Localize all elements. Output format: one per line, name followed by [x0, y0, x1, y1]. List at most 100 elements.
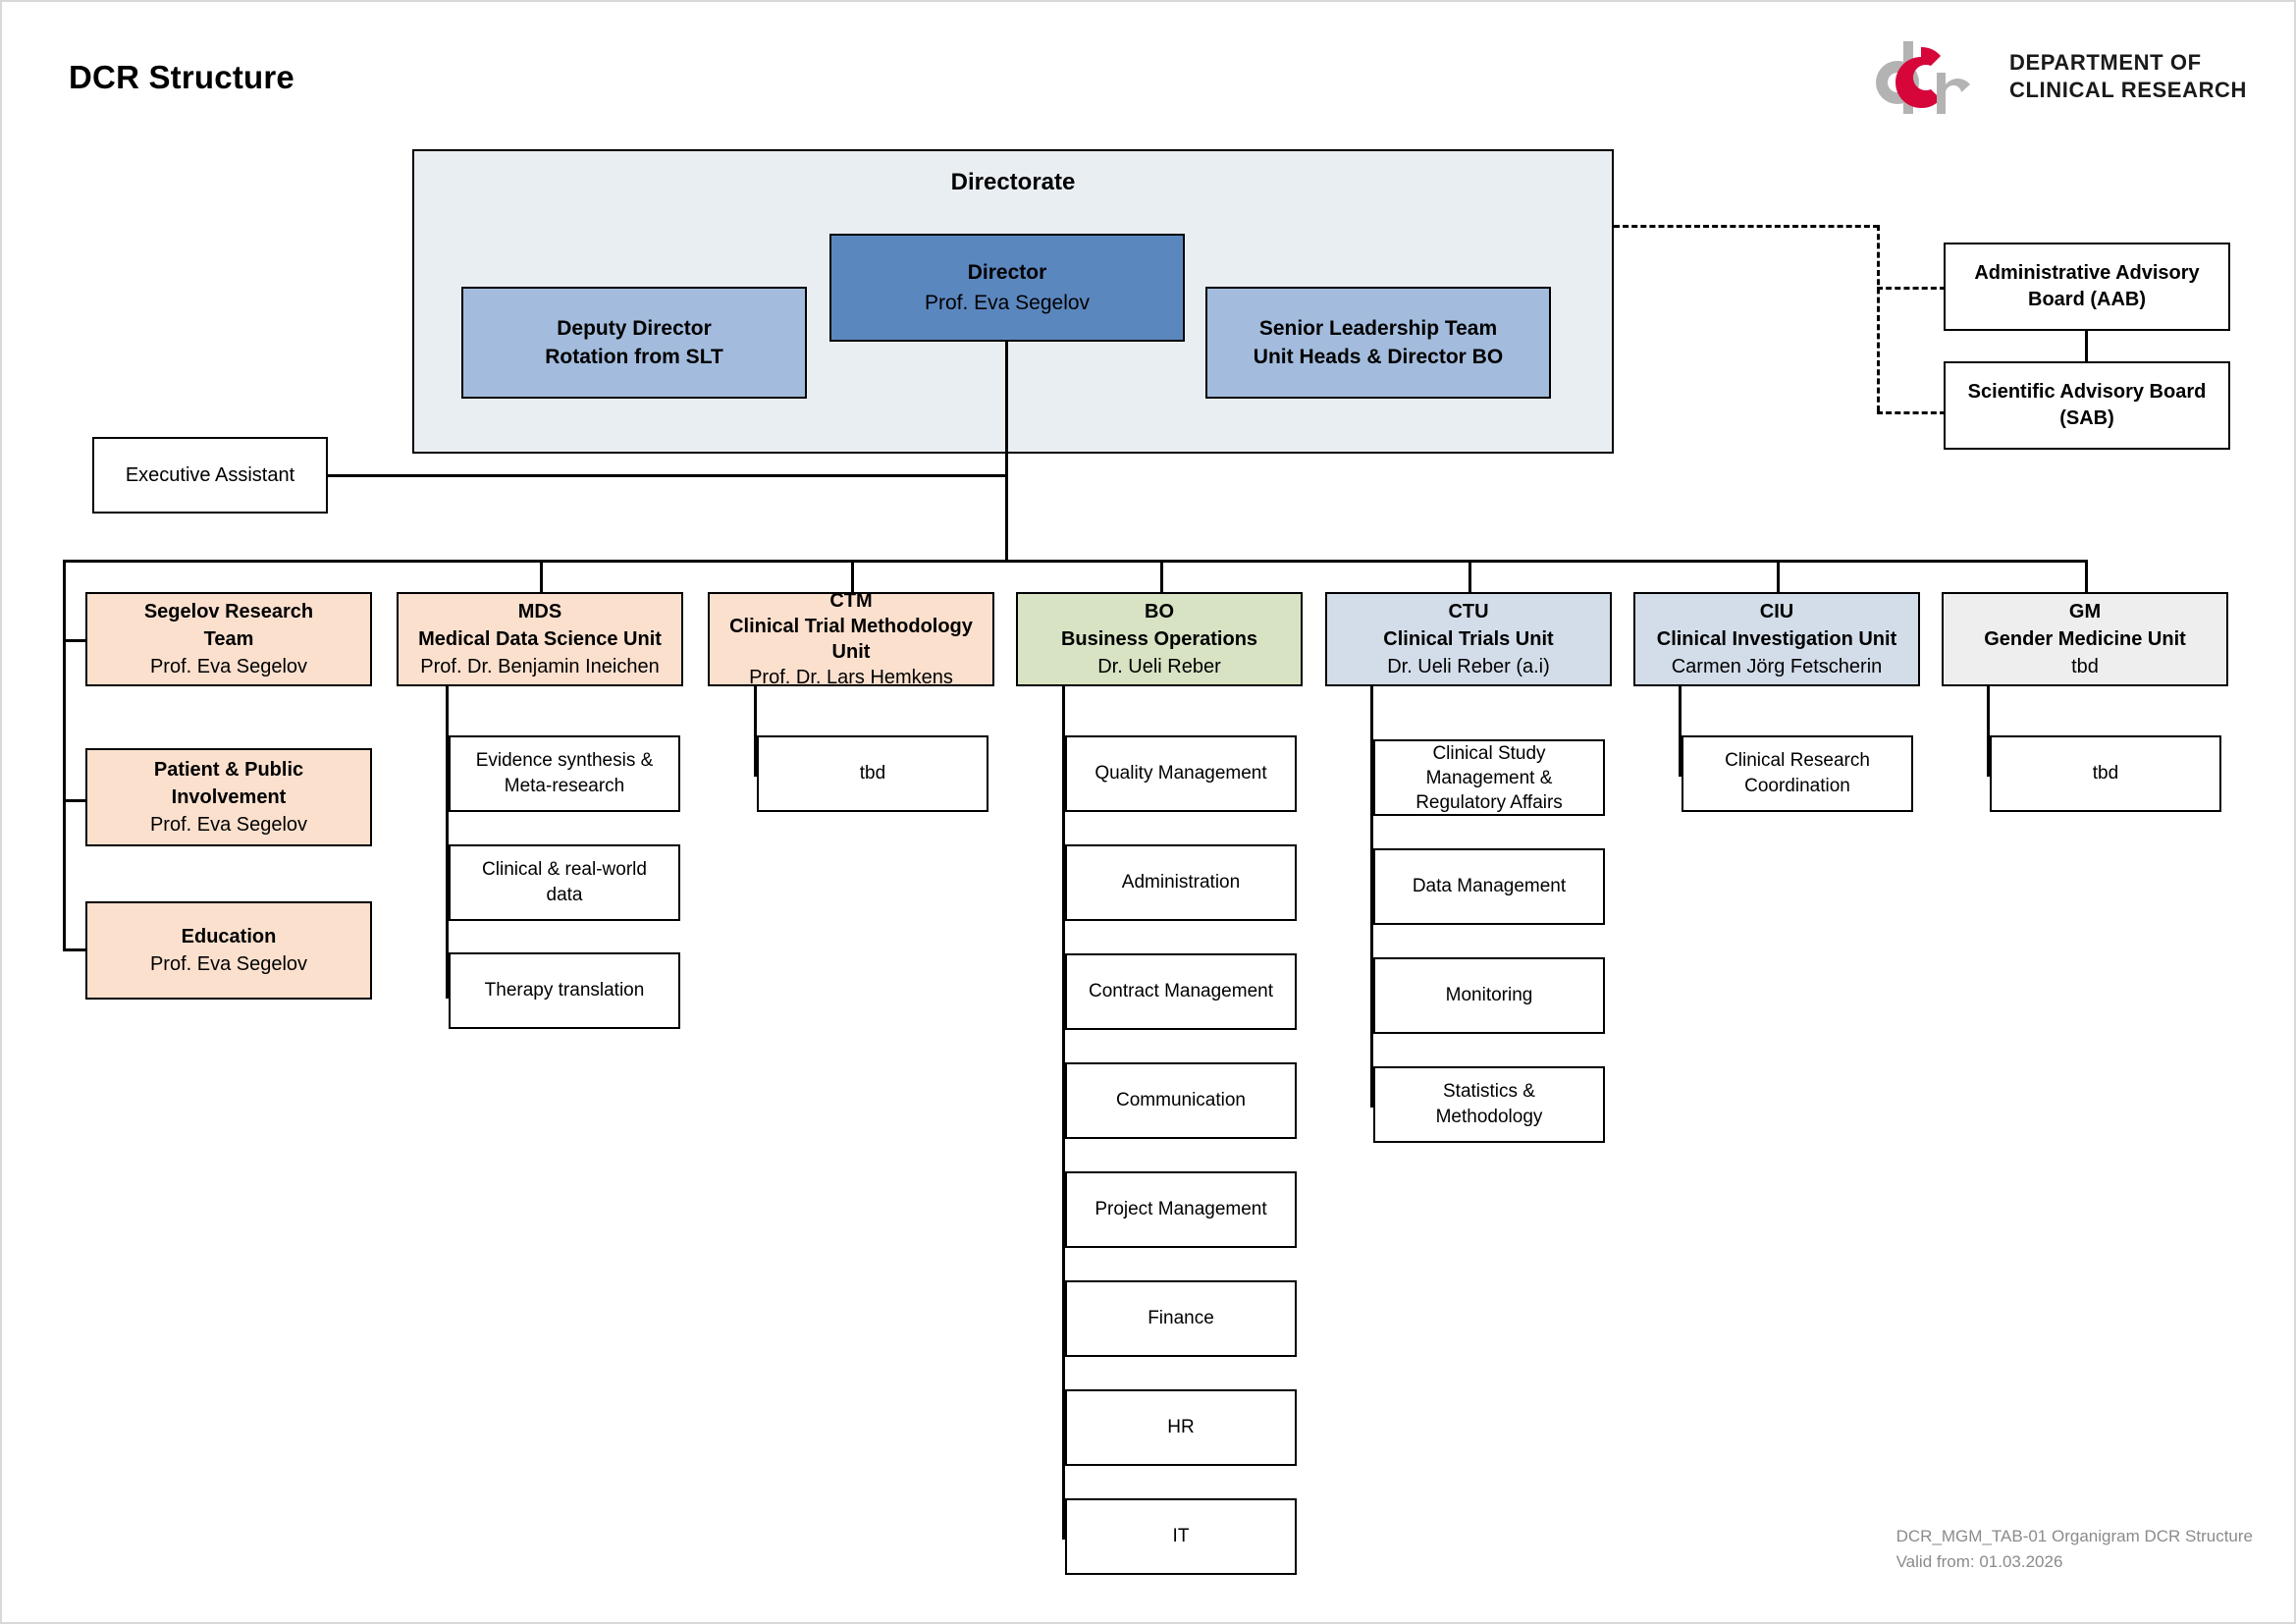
education-sub: Prof. Eva Segelov [149, 953, 308, 975]
spine-ciu [1679, 686, 1682, 774]
mds-child-2-line1: Therapy translation [484, 980, 645, 1001]
spine-segelov [63, 639, 66, 948]
footer-line1: DCR_MGM_TAB-01 Organigram DCR Structure [1896, 1527, 2253, 1545]
director-box[interactable]: Director Prof. Eva Segelov [829, 234, 1185, 342]
gm-sub: tbd [2071, 656, 2099, 677]
child-ctu-1[interactable]: Data Management [1373, 848, 1605, 925]
logo-text-line2: CLINICAL RESEARCH [2009, 78, 2248, 102]
child-bo-7[interactable]: IT [1065, 1498, 1297, 1575]
deputy-director-sub: Rotation from SLT [545, 346, 723, 368]
bo-line1: BO [1145, 601, 1174, 623]
sibling-education[interactable]: Education Prof. Eva Segelov [85, 901, 372, 1000]
child-bo-6[interactable]: HR [1065, 1389, 1297, 1466]
scientific-advisory-board-box[interactable]: Scientific Advisory Board (SAB) [1944, 361, 2230, 450]
child-ctm-0[interactable]: tbd [757, 735, 988, 812]
unit-head-ciu[interactable]: CIU Clinical Investigation Unit Carmen J… [1633, 592, 1920, 686]
ctu-child-3-line1: Statistics & [1443, 1081, 1535, 1102]
connector-sab-stub [1877, 411, 1946, 414]
ctu-child-2-line1: Monitoring [1445, 985, 1533, 1005]
ciu-line2: Clinical Investigation Unit [1656, 628, 1897, 650]
connector-aab-stub [1877, 287, 1946, 290]
segelov-line2: Team [203, 628, 254, 650]
drop-line-col-2 [851, 560, 854, 593]
child-mds-2[interactable]: Therapy translation [449, 952, 680, 1029]
bo-line2: Business Operations [1060, 628, 1258, 650]
stub-segelov-head [63, 639, 87, 642]
mds-sub: Prof. Dr. Benjamin Ineichen [420, 656, 660, 677]
mds-line1: MDS [517, 601, 562, 623]
administrative-advisory-board-box[interactable]: Administrative Advisory Board (AAB) [1944, 243, 2230, 331]
logo-text-line1: DEPARTMENT OF [2009, 50, 2202, 75]
bo-child-5-line1: Finance [1148, 1308, 1214, 1328]
director-name: Prof. Eva Segelov [924, 292, 1091, 314]
child-ctu-2[interactable]: Monitoring [1373, 957, 1605, 1034]
unit-head-gm[interactable]: GM Gender Medicine Unit tbd [1942, 592, 2228, 686]
connector-aab-to-sab [2085, 331, 2088, 362]
ciu-child-0-line2: Coordination [1744, 776, 1850, 796]
aab-line2: Board (AAB) [2028, 289, 2146, 310]
gm-line2: Gender Medicine Unit [1984, 628, 2186, 650]
mds-child-1-line1: Clinical & real-world [482, 859, 647, 880]
sab-line2: (SAB) [2059, 407, 2114, 429]
connector-advisory-v [1877, 225, 1880, 411]
ctm-line2: Clinical Trial Methodology Unit [729, 616, 973, 663]
ctm-line1: CTM [829, 590, 873, 612]
ciu-child-0-line1: Clinical Research [1725, 750, 1870, 771]
logo-text: DEPARTMENT OF CLINICAL RESEARCH [2009, 49, 2247, 104]
bo-child-7-line1: IT [1172, 1526, 1190, 1546]
unit-head-ctm[interactable]: CTM Clinical Trial Methodology Unit Prof… [708, 590, 994, 688]
child-ctu-0[interactable]: Clinical Study Management & Regulatory A… [1373, 739, 1605, 816]
child-bo-1[interactable]: Administration [1065, 844, 1297, 921]
ctu-child-0-line1: Clinical Study [1432, 742, 1546, 764]
footer: DCR_MGM_TAB-01 Organigram DCR Structure … [1896, 1524, 2253, 1575]
connector-directorate-aab-h [1614, 225, 1879, 228]
stub-ppi [63, 799, 87, 802]
bo-sub: Dr. Ueli Reber [1097, 656, 1221, 677]
unit-head-ctu[interactable]: CTU Clinical Trials Unit Dr. Ueli Reber … [1325, 592, 1612, 686]
ctm-child-0-line1: tbd [859, 763, 886, 784]
drop-line-col-5 [1777, 560, 1780, 593]
sab-line1: Scientific Advisory Board [1967, 381, 2207, 403]
child-bo-2[interactable]: Contract Management [1065, 953, 1297, 1030]
deputy-director-box[interactable]: Deputy Director Rotation from SLT [461, 287, 807, 399]
spine-bo [1062, 686, 1065, 1539]
deputy-director-title: Deputy Director [557, 317, 712, 340]
child-mds-1[interactable]: Clinical & real-world data [449, 844, 680, 921]
mds-child-0-line2: Meta-research [504, 776, 625, 796]
spine-gm [1987, 686, 1990, 774]
dcr-logo: DEPARTMENT OF CLINICAL RESEARCH [1860, 39, 2253, 118]
page-title: DCR Structure [69, 59, 294, 95]
mds-child-0-line1: Evidence synthesis & [475, 750, 654, 771]
child-bo-4[interactable]: Project Management [1065, 1171, 1297, 1248]
mds-child-1-line2: data [546, 885, 583, 905]
spine-mds [446, 686, 449, 998]
ppi-sub: Prof. Eva Segelov [149, 814, 308, 836]
senior-leadership-team-box[interactable]: Senior Leadership Team Unit Heads & Dire… [1205, 287, 1551, 399]
bo-child-4-line1: Project Management [1095, 1199, 1267, 1219]
ciu-line1: CIU [1759, 601, 1794, 623]
ciu-sub: Carmen Jörg Fetscherin [1671, 656, 1883, 677]
executive-assistant-box[interactable]: Executive Assistant [92, 437, 328, 514]
child-bo-5[interactable]: Finance [1065, 1280, 1297, 1357]
ppi-line1: Patient & Public [153, 759, 304, 781]
ctu-child-0-line3: Regulatory Affairs [1415, 791, 1563, 813]
unit-head-mds[interactable]: MDS Medical Data Science Unit Prof. Dr. … [397, 592, 683, 686]
drop-line-col-0 [63, 560, 66, 679]
gm-line1: GM [2068, 601, 2102, 623]
mds-line2: Medical Data Science Unit [418, 628, 662, 650]
child-ciu-0[interactable]: Clinical Research Coordination [1682, 735, 1913, 812]
ctu-child-3-line2: Methodology [1435, 1107, 1543, 1127]
child-ctu-3[interactable]: Statistics & Methodology [1373, 1066, 1605, 1143]
child-mds-0[interactable]: Evidence synthesis & Meta-research [449, 735, 680, 812]
ctu-sub: Dr. Ueli Reber (a.i) [1387, 656, 1550, 677]
drop-line-col-1 [540, 560, 543, 593]
unit-head-segelov[interactable]: Segelov Research Team Prof. Eva Segelov [85, 592, 372, 686]
education-line1: Education [181, 926, 277, 947]
child-bo-0[interactable]: Quality Management [1065, 735, 1297, 812]
child-gm-0[interactable]: tbd [1990, 735, 2221, 812]
connector-ea-horizontal [328, 474, 1007, 477]
unit-head-bo[interactable]: BO Business Operations Dr. Ueli Reber [1016, 592, 1303, 686]
child-bo-3[interactable]: Communication [1065, 1062, 1297, 1139]
sibling-patient-public-involvement[interactable]: Patient & Public Involvement Prof. Eva S… [85, 748, 372, 846]
drop-line-col-4 [1468, 560, 1471, 593]
